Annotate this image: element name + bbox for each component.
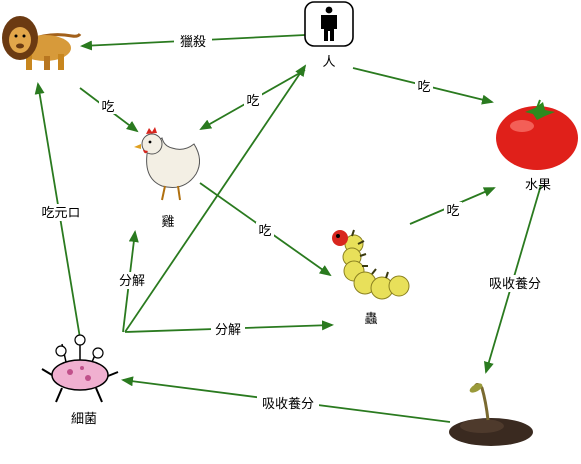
edge-label-person-fruit: 吃: [415, 78, 433, 95]
svg-text:吃: 吃: [417, 79, 430, 95]
lion-node: [2, 16, 82, 70]
lion-icon: [2, 16, 82, 70]
edge-label-fruit-soil: 吸收養分: [484, 275, 546, 292]
chicken-icon: [134, 127, 200, 201]
person-label: 人: [322, 55, 335, 70]
svg-text:獵殺: 獵殺: [180, 35, 206, 50]
svg-text:吃: 吃: [101, 99, 114, 115]
svg-text:分解: 分解: [215, 323, 241, 338]
edge-bacteria-person: [124, 64, 307, 333]
insect-label: 蟲: [364, 312, 377, 327]
edge-label-bacteria-lion: 吃元ロ: [38, 204, 84, 221]
person-icon: [304, 1, 354, 47]
caterpillar-icon: [332, 229, 410, 300]
edge-label-bacteria-insect: 分解: [211, 321, 245, 338]
svg-text:吸收養分: 吸收養分: [489, 276, 541, 292]
chicken-label: 雞: [161, 215, 174, 230]
insect-node: 蟲: [332, 229, 410, 327]
svg-text:吃: 吃: [246, 93, 259, 109]
svg-text:吃元ロ: 吃元ロ: [41, 205, 80, 221]
bacteria-label: 細菌: [71, 412, 97, 427]
svg-text:分解: 分解: [119, 274, 145, 289]
edge-label-chicken-insect: 吃: [256, 222, 274, 239]
edge-label-lion-chicken: 吃: [99, 98, 117, 115]
edge-label-soil-bacteria: 吸收養分: [257, 395, 319, 412]
soil-node: [449, 383, 533, 446]
seedling-soil-icon: [449, 383, 533, 446]
fruit-node: 水果: [496, 99, 578, 193]
bacteria-node: 細菌: [41, 334, 119, 427]
edge-label-person-chicken: 吃: [244, 92, 262, 109]
svg-text:吸收養分: 吸收養分: [262, 396, 314, 412]
svg-text:吃: 吃: [446, 203, 459, 219]
tomato-icon: [496, 99, 578, 170]
edge-label-person-lion: 獵殺: [174, 33, 212, 50]
fruit-label: 水果: [525, 178, 551, 193]
edge-label-insect-fruit: 吃: [444, 202, 462, 219]
svg-text:吃: 吃: [258, 223, 271, 239]
edge-label-bacteria-chicken: 分解: [115, 272, 149, 289]
person-node: 人: [304, 1, 354, 70]
chicken-node: 雞: [134, 127, 200, 230]
bacteria-icon: [41, 334, 119, 403]
